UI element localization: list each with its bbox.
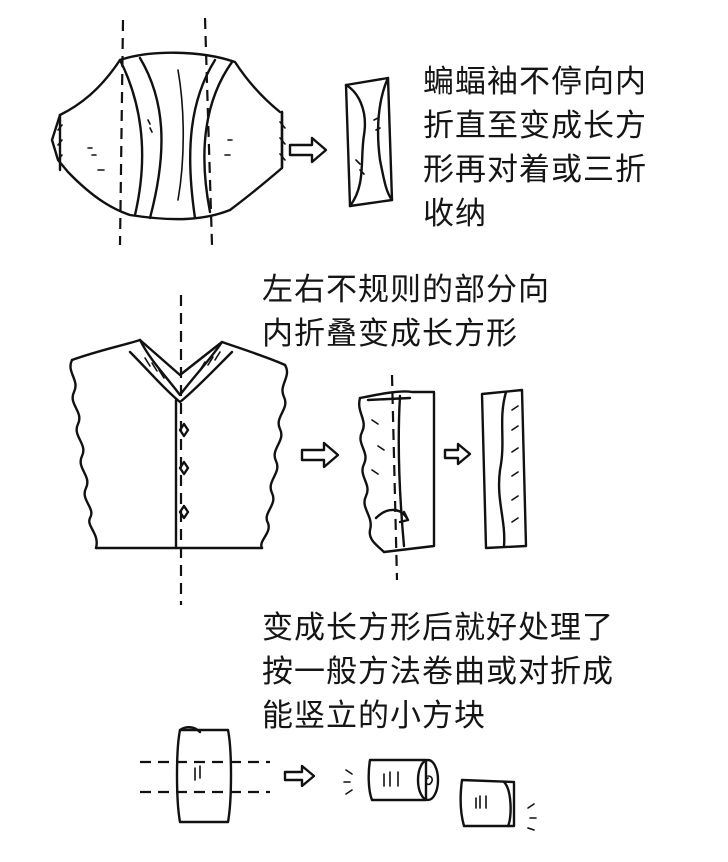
step1-caption-line: 形再对着或三折 (423, 152, 647, 188)
step1-caption-line: 蝙蝠袖不停向内 (423, 64, 647, 100)
right-arrow-icon (288, 136, 328, 164)
step2-caption: 左右不规则的部分向 内折叠变成长方形 (262, 268, 550, 356)
folded-rectangle-drawing (344, 76, 394, 208)
right-arrow-icon (283, 764, 316, 788)
folded-block-drawing (140, 726, 270, 824)
right-arrow-icon (300, 441, 340, 469)
step1-caption-line: 折直至变成长方 (423, 108, 647, 144)
blouse-drawing (69, 295, 289, 605)
step3-caption: 变成长方形后就好处理了 按一般方法卷曲或对折成 能竖立的小方块 (262, 606, 614, 738)
folded-blouse-drawing (357, 374, 436, 581)
batwing-top-drawing (50, 17, 286, 246)
rolled-cylinder-drawing (343, 758, 440, 802)
step3-caption-line: 能竖立的小方块 (262, 698, 486, 734)
narrow-folded-drawing (480, 388, 528, 550)
right-arrow-icon (443, 442, 472, 466)
step1-caption: 蝙蝠袖不停向内 折直至变成长方 形再对着或三折 收纳 (423, 60, 647, 236)
step2-caption-line: 内折叠变成长方形 (262, 316, 518, 352)
step1-caption-line: 收纳 (423, 196, 487, 232)
small-folded-block-drawing (459, 778, 537, 831)
step2-caption-line: 左右不规则的部分向 (262, 272, 550, 308)
step3-caption-line: 按一般方法卷曲或对折成 (262, 654, 614, 690)
step3-caption-line: 变成长方形后就好处理了 (262, 610, 614, 646)
